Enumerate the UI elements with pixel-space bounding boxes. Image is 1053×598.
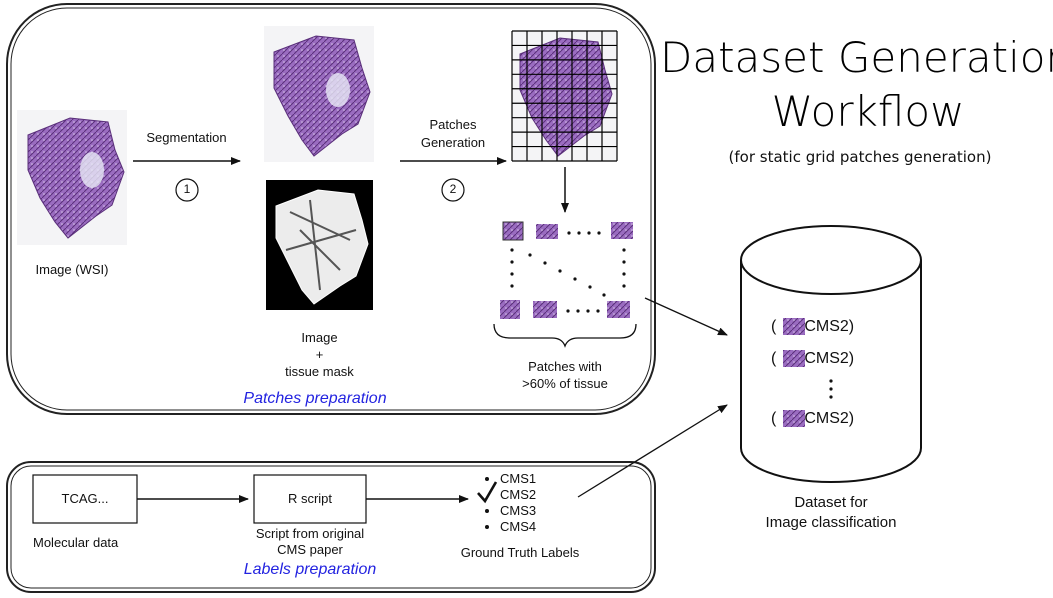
ground-truth-label: Ground Truth Labels bbox=[460, 545, 580, 560]
check-icon bbox=[477, 481, 498, 504]
step2-circle bbox=[441, 178, 465, 202]
tissue-mask-image bbox=[266, 180, 373, 310]
molecular-data-label: Molecular data bbox=[33, 535, 119, 550]
patches-label-2: >60% of tissue bbox=[522, 376, 608, 391]
wsi-label: Image (WSI) bbox=[35, 262, 109, 277]
step2-number: 2 bbox=[449, 182, 457, 196]
rscript-box bbox=[253, 474, 367, 524]
cms-item-3: CMS3 bbox=[500, 503, 537, 518]
cms-item-2: CMS2 bbox=[500, 487, 537, 502]
segmented-image bbox=[264, 26, 374, 162]
grid-patches-image bbox=[511, 30, 618, 162]
patches-to-dataset-arrow bbox=[644, 297, 728, 336]
patches-gen-label-2: Generation bbox=[420, 135, 486, 150]
cms-bullets bbox=[485, 477, 489, 529]
mask-label-3: tissue mask bbox=[285, 364, 354, 379]
patches-gen-label-1: Patches bbox=[429, 117, 477, 132]
step1-number: 1 bbox=[183, 182, 191, 196]
segmentation-label: Segmentation bbox=[146, 130, 227, 145]
tcag-text: TCAG... bbox=[61, 491, 109, 506]
dataset-label-1: Dataset for bbox=[794, 494, 868, 511]
dataset-entry-1: (CMS2) bbox=[771, 318, 855, 335]
title-line1: Dataset Generation bbox=[660, 33, 1053, 82]
patches-label-1: Patches with bbox=[528, 359, 602, 374]
dataset-entry-3: (CMS2) bbox=[771, 410, 855, 427]
cms-item-1: CMS1 bbox=[500, 471, 537, 486]
dataset-entry-2: (CMS2) bbox=[771, 350, 855, 367]
patches-caption: Patches preparation bbox=[243, 390, 387, 407]
rscript-label-1: Script from original bbox=[255, 526, 365, 541]
cms-item-4: CMS4 bbox=[500, 519, 537, 534]
patch-thumbnails bbox=[500, 221, 633, 319]
dataset-cylinder bbox=[740, 225, 922, 483]
subtitle: (for static grid patches generation) bbox=[728, 148, 992, 166]
labels-to-dataset-arrow bbox=[577, 404, 728, 498]
labels-panel bbox=[6, 461, 656, 593]
wsi-image bbox=[17, 110, 127, 245]
patches-panel bbox=[6, 3, 656, 415]
step1-circle bbox=[175, 178, 199, 202]
mask-label-2: + bbox=[315, 347, 324, 362]
patch-dots bbox=[510, 231, 626, 313]
title-line2: Workflow bbox=[771, 87, 965, 136]
rscript-label-2: CMS paper bbox=[277, 542, 343, 557]
rscript-text: R script bbox=[287, 491, 333, 506]
tcag-box bbox=[32, 474, 138, 524]
labels-caption: Labels preparation bbox=[243, 561, 377, 578]
mask-label-1: Image bbox=[301, 330, 338, 345]
patches-brace bbox=[493, 323, 637, 348]
dataset-label-2: Image classification bbox=[765, 514, 897, 531]
